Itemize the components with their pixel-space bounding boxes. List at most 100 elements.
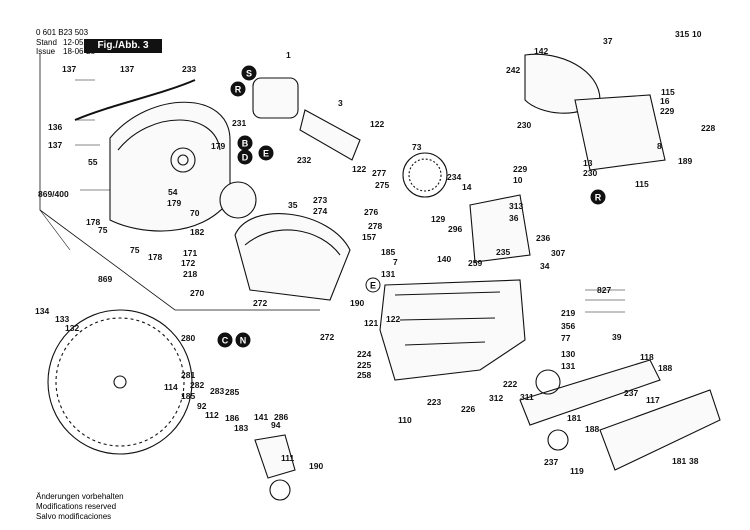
part-number-label: 73 [412,142,422,152]
part-number-label: 188 [658,363,672,373]
part-number-label: 8 [657,141,662,151]
part-number-label: 235 [496,247,510,257]
part-number-label: 110 [398,415,412,425]
callout-badge: B [237,135,253,151]
part-number-label: 286 [274,412,288,422]
part-number-label: 230 [517,120,531,130]
part-number-label: 36 [509,213,519,223]
part-number-label: 129 [431,214,445,224]
part-number-label: 75 [98,225,108,235]
part-number-label: 136 [48,122,62,132]
part-number-label: 232 [297,155,311,165]
svg-text:C: C [222,336,229,346]
part-number-label: 285 [225,387,239,397]
part-number-label: 258 [357,370,371,380]
part-number-label: 311 [520,392,534,402]
part-number-label: 111 [281,453,295,463]
part-number-label: 131 [381,269,395,279]
part-number-label: 281 [181,370,195,380]
part-number-label: 273 [313,195,327,205]
part-number-label: 230 [583,168,597,178]
callout-badge: N [235,332,251,348]
part-number-label: 278 [368,221,382,231]
part-number-label: 55 [88,157,98,167]
part-number-label: 275 [375,180,389,190]
part-number-label: 237 [624,388,638,398]
part-number-label: 137 [120,64,134,74]
figure-label: Fig./Abb. 3 [84,39,162,53]
part-number-label: 134 [35,306,49,316]
part-number-label: 130 [561,349,575,359]
stand-label: Stand [36,38,57,47]
svg-text:E: E [263,149,269,159]
callout-badge: R [230,81,246,97]
svg-text:R: R [235,85,242,95]
part-number-label: 182 [190,227,204,237]
part-number-label: 54 [168,187,178,197]
part-number-label: 276 [364,207,378,217]
callout-badge: D [237,149,253,165]
part-number-label: 218 [183,269,197,279]
part-number-label: 37 [603,36,613,46]
part-number-label: 179 [167,198,181,208]
part-number-label: 233 [182,64,196,74]
part-number-label: 185 [181,391,195,401]
part-number-label: 1 [286,50,291,60]
part-number-label: 270 [190,288,204,298]
part-number-label: 280 [181,333,195,343]
part-number-label: 236 [536,233,550,243]
part-number-label: 142 [534,46,548,56]
part-number-label: 234 [447,172,461,182]
part-number-label: 77 [561,333,571,343]
part-number-label: 179 [211,141,225,151]
part-number-label: 122 [352,164,366,174]
part-number-label: 119 [570,466,584,476]
callout-badge: S [241,65,257,81]
part-number-label: 313 [509,201,523,211]
part-number-label: 137 [62,64,76,74]
part-number-label: 277 [372,168,386,178]
part-number-label: 35 [288,200,298,210]
part-number-label: 117 [646,395,660,405]
part-number-label: 10 [692,29,702,39]
part-number-label: 189 [678,156,692,166]
footer-notes: Änderungen vorbehalten Modifications res… [36,492,124,522]
part-number-label: 94 [271,420,281,430]
svg-text:N: N [240,336,247,346]
part-number-label: 38 [689,456,699,466]
line-art [39,53,721,501]
part-number-label: 112 [205,410,219,420]
part-number-label: 7 [393,257,398,267]
footer-line-1: Änderungen vorbehalten [36,492,124,501]
part-number-label: 225 [357,360,371,370]
part-number-label: 228 [701,123,715,133]
part-number-label: 122 [370,119,384,129]
part-number-label: 312 [489,393,503,403]
part-number-label: 224 [357,349,371,359]
part-number-label: 237 [544,457,558,467]
part-number-label: 274 [313,206,327,216]
part-number-label: 141 [254,412,268,422]
part-number-label: 75 [130,245,140,255]
part-number-label: 10 [513,175,523,185]
part-number-label: 13 [583,158,593,168]
part-number-label: 190 [309,461,323,471]
part-number-label: 14 [462,182,472,192]
part-number-label: 157 [362,232,376,242]
part-number-label: 869 [98,274,112,284]
part-number-label: 190 [350,298,364,308]
part-number-label: 118 [640,352,654,362]
part-number-label: 172 [181,258,195,268]
part-number-label: 122 [386,314,400,324]
callout-badge: E [258,145,274,161]
part-number-label: 185 [381,247,395,257]
part-number-label: 140 [437,254,451,264]
part-number-label: 222 [503,379,517,389]
part-number-label: 272 [320,332,334,342]
part-number-label: 34 [540,261,550,271]
part-number-label: 178 [86,217,100,227]
part-number-label: 229 [513,164,527,174]
